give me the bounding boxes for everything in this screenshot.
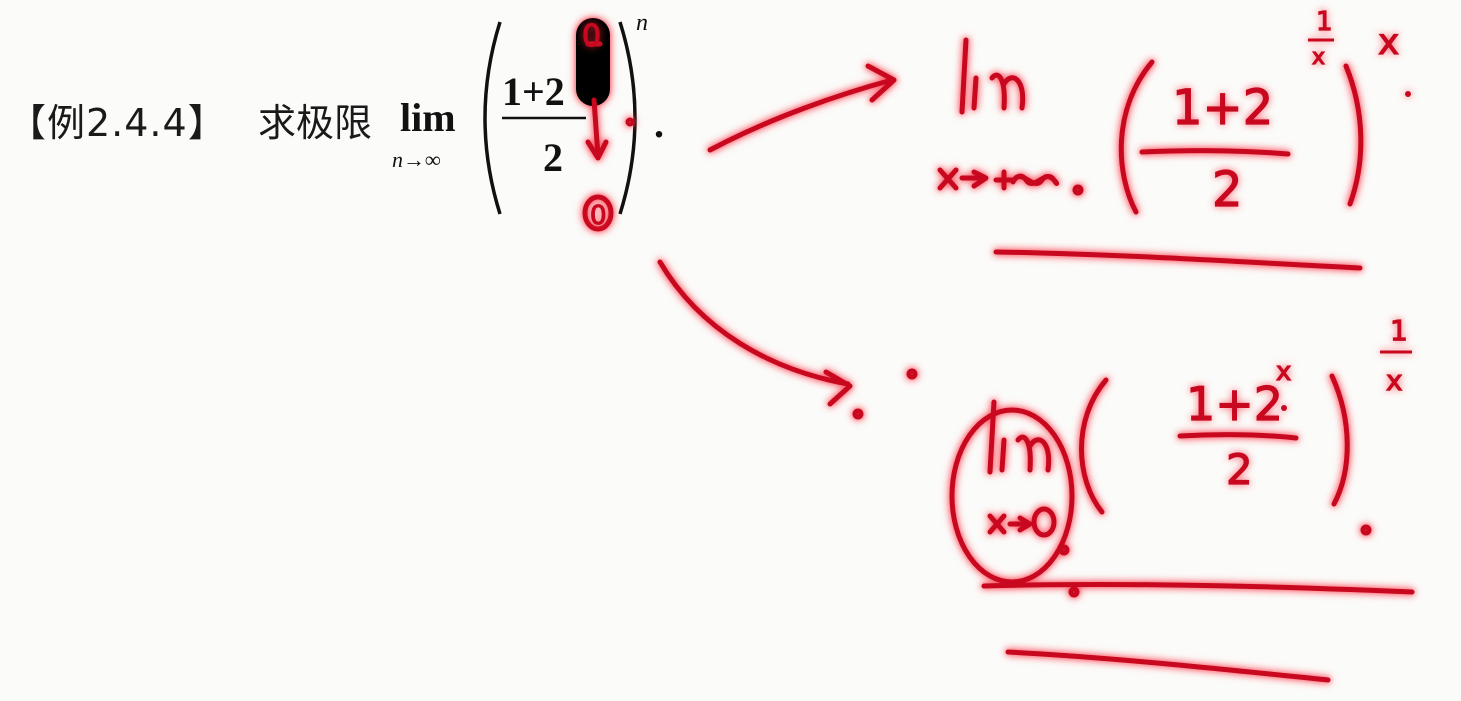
lower-inner-exp-dot (1281, 405, 1287, 411)
zero-below-mark (582, 194, 614, 232)
upper-to (959, 169, 989, 189)
sentence-period: . (654, 101, 664, 146)
lower-denominator: 2 (1226, 445, 1253, 494)
underline-dot (1068, 586, 1080, 598)
upper-lim-l (959, 37, 969, 115)
lower-underline-1 (981, 581, 1415, 595)
lower-underline-2 (1005, 649, 1331, 683)
limit-subscript: n→∞ (392, 147, 441, 172)
arrow-to-lower (657, 259, 853, 407)
lower-zero-dot (1058, 544, 1070, 556)
upper-underline (993, 249, 1363, 271)
upper-lim-im (971, 72, 1026, 111)
upper-fraction-bar (1139, 148, 1291, 157)
upper-inner-exp-den: x (1312, 45, 1325, 70)
lower-open-paren (1079, 377, 1109, 515)
upper-infinity (1010, 173, 1060, 186)
outer-exponent: n (636, 10, 648, 36)
down-arrow (585, 97, 609, 161)
limit-operator: lim (400, 95, 456, 140)
lower-outer-exp-den: x (1386, 364, 1403, 397)
ink-dot (625, 117, 635, 127)
circled-limit-mark (949, 407, 1075, 585)
upper-numerator: 1+2 (1172, 80, 1273, 136)
problem-prompt: 求极限 (258, 101, 373, 145)
upper-denominator: 2 (1212, 162, 1243, 218)
handwritten-annotations (576, 18, 1415, 683)
lower-sub-text: x→0 (990, 515, 1035, 540)
upper-sub-text: x→+∞ (938, 168, 1012, 196)
right-parenthesis (618, 21, 637, 215)
upper-close-paren (1343, 63, 1364, 207)
lower-lim-text: lim (988, 432, 1055, 483)
arrow-to-upper (707, 63, 897, 153)
fraction-denominator: 2 (543, 135, 563, 180)
lower-inner-exp: x (1276, 357, 1291, 387)
lower-x (987, 513, 1007, 535)
lower-lim-im (999, 434, 1052, 473)
lower-numerator: 1+2 (1186, 377, 1283, 431)
lower-to (1007, 515, 1033, 533)
lower-fraction-bar (1177, 432, 1299, 441)
upper-lim-text: lim (958, 72, 1025, 123)
left-parenthesis (483, 21, 502, 215)
upper-open-paren (1118, 59, 1155, 215)
upper-inner-exp-num: 1 (1316, 7, 1333, 37)
upper-plus (993, 169, 1015, 191)
lower-outer-exp-num: 1 (1390, 314, 1408, 347)
below-bracket-digit: 0 (590, 201, 607, 231)
example-number-label: 【例2.4.4】 (8, 101, 227, 145)
circled-exponent-mark (576, 18, 610, 106)
fraction-numerator: 1+2 (502, 69, 565, 114)
upper-x (937, 167, 959, 191)
upper-dot (1072, 184, 1084, 196)
lower-lim-l (987, 399, 997, 475)
lower-dot-b (906, 368, 918, 380)
upper-outer-exp-dot (1405, 91, 1411, 97)
above-exponent-digit: 0 (582, 19, 601, 54)
lower-close-paren (1329, 373, 1350, 507)
upper-outer-exp: x (1378, 22, 1399, 63)
lower-exp-dot (1360, 524, 1372, 536)
lower-dot-a (852, 408, 864, 420)
lower-zero (1031, 506, 1057, 538)
